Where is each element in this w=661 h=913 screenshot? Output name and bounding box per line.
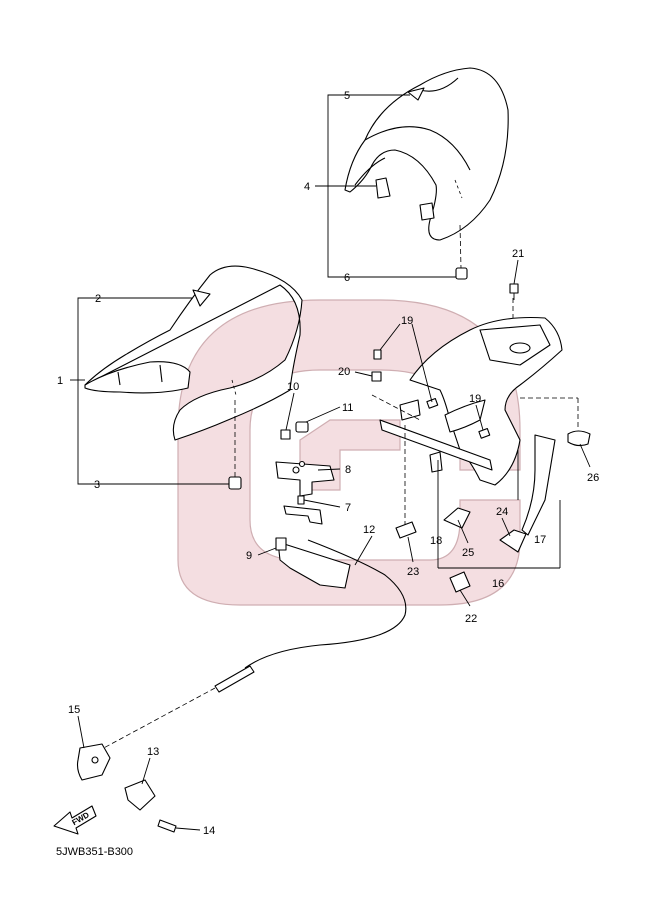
callout-21: 21 — [512, 248, 524, 260]
callout-11: 11 — [342, 402, 353, 414]
callout-1: 1 — [57, 375, 63, 387]
rubber-damper-3 — [228, 476, 242, 490]
callout-3: 3 — [94, 479, 100, 491]
callout-15: 15 — [68, 704, 80, 716]
bracket-22 — [449, 571, 471, 593]
latch-13 — [124, 779, 156, 811]
callout-22: 22 — [465, 613, 477, 625]
lock-bracket — [275, 421, 335, 525]
seat-lock-9 — [277, 541, 351, 589]
callout-19-a: 19 — [401, 315, 413, 327]
seat-lock-cable-12 — [244, 539, 407, 669]
callout-24: 24 — [496, 506, 508, 518]
diagram-code: 5JWB351-B300 — [56, 846, 133, 858]
callout-numbers: 1 2 3 4 5 6 7 8 9 10 11 12 13 14 15 16 1… — [57, 90, 599, 837]
callout-19-b: 19 — [469, 393, 481, 405]
callout-8: 8 — [345, 464, 351, 476]
fwd-arrow-icon: FWD — [53, 805, 97, 835]
callout-4: 4 — [304, 181, 310, 193]
callout-20: 20 — [338, 366, 350, 378]
callout-26: 26 — [587, 472, 599, 484]
side-cover-17 — [521, 434, 556, 536]
callout-12: 12 — [363, 524, 375, 536]
callout-17: 17 — [534, 534, 546, 546]
callout-13: 13 — [147, 746, 159, 758]
callout-10: 10 — [287, 381, 299, 393]
callout-25: 25 — [462, 547, 474, 559]
rear-seat — [344, 67, 509, 241]
leader-lines — [70, 94, 591, 831]
clip-25 — [443, 507, 471, 529]
callout-6: 6 — [344, 272, 350, 284]
front-seat — [84, 265, 303, 441]
callout-14: 14 — [203, 825, 215, 837]
callout-9: 9 — [246, 550, 252, 562]
bolts — [371, 283, 519, 439]
callout-2: 2 — [95, 293, 101, 305]
callout-5: 5 — [344, 90, 350, 102]
clip-18 — [429, 451, 443, 473]
rear-carrier — [379, 317, 563, 486]
screw-14 — [157, 819, 177, 833]
callout-16: 16 — [492, 578, 504, 590]
callout-18: 18 — [430, 535, 442, 547]
grommet-26 — [567, 430, 591, 447]
rubber-damper-6 — [455, 267, 468, 280]
callout-7: 7 — [345, 502, 351, 514]
bracket-23 — [395, 521, 417, 539]
callout-23: 23 — [407, 566, 419, 578]
clip-24 — [499, 529, 527, 553]
